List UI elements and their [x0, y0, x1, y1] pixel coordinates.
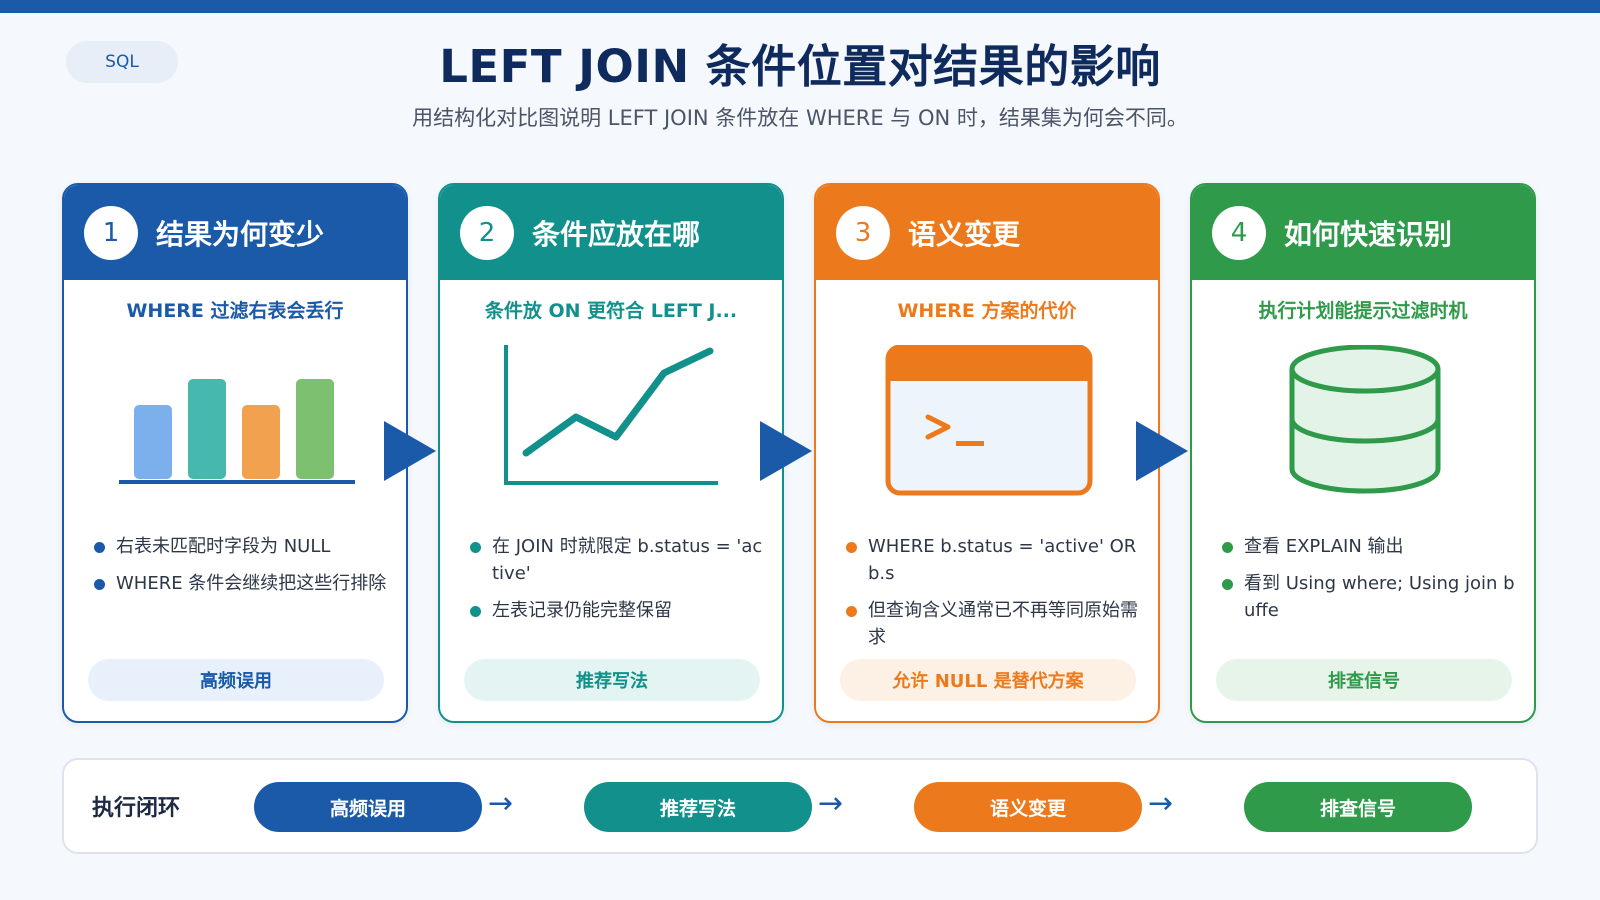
card-header: 2 条件应放在哪: [440, 185, 782, 280]
bullet-item: 看到 Using where; Using join buffe: [1220, 570, 1520, 624]
flow-label: 执行闭环: [92, 796, 181, 821]
terminal-icon: [885, 345, 1093, 496]
execution-loop-panel: 执行闭环 高频误用 → 推荐写法 → 语义变更 → 排查信号: [62, 758, 1538, 854]
bullet-item: 查看 EXPLAIN 输出: [1220, 533, 1520, 560]
card-bullets: 右表未匹配时字段为 NULL WHERE 条件会继续把这些行排除: [92, 533, 392, 607]
card-where-to-place: 2 条件应放在哪 条件放 ON 更符合 LEFT J... 在 JOIN 时就限…: [438, 183, 784, 723]
page-subtitle: 用结构化对比图说明 LEFT JOIN 条件放在 WHERE 与 ON 时，结果…: [412, 106, 1188, 130]
flow-step: 语义变更: [914, 782, 1142, 832]
arrow-right-icon: →: [818, 786, 844, 821]
bullet-item: 但查询含义通常已不再等同原始需求: [844, 597, 1144, 651]
card-tag: 推荐写法: [464, 659, 760, 701]
topic-tag: SQL: [66, 41, 178, 83]
bullet-item: 左表记录仍能完整保留: [468, 597, 768, 624]
bar-chart-icon: [119, 379, 355, 484]
arrow-right-icon: [1136, 421, 1188, 481]
bullet-item: WHERE b.status = 'active' OR b.s: [844, 533, 1144, 587]
card-header: 3 语义变更: [816, 185, 1158, 280]
card-tag: 允许 NULL 是替代方案: [840, 659, 1136, 701]
card-tag: 排查信号: [1216, 659, 1512, 701]
card-quick-identify: 4 如何快速识别 执行计划能提示过滤时机 查看 EXPLAIN 输出 看到 Us…: [1190, 183, 1536, 723]
page-title: LEFT JOIN 条件位置对结果的影响: [439, 40, 1161, 93]
card-title: 条件应放在哪: [532, 217, 701, 251]
arrow-right-icon: [760, 421, 812, 481]
arrow-right-icon: [384, 421, 436, 481]
card-title: 语义变更: [908, 217, 1021, 251]
card-bullets: 在 JOIN 时就限定 b.status = 'active' 左表记录仍能完整…: [468, 533, 768, 634]
card-semantic-change: 3 语义变更 WHERE 方案的代价 WHERE b.status = 'act…: [814, 183, 1160, 723]
bullet-item: 在 JOIN 时就限定 b.status = 'active': [468, 533, 768, 587]
bullet-item: WHERE 条件会继续把这些行排除: [92, 570, 392, 597]
card-header: 4 如何快速识别: [1192, 185, 1534, 280]
step-number: 1: [84, 205, 138, 260]
database-icon: [1289, 345, 1441, 494]
card-tag: 高频误用: [88, 659, 384, 701]
top-accent-bar: [0, 0, 1600, 13]
flow-step: 高频误用: [254, 782, 482, 832]
card-bullets: 查看 EXPLAIN 输出 看到 Using where; Using join…: [1220, 533, 1520, 634]
card-subtitle: WHERE 方案的代价: [897, 300, 1077, 322]
arrow-right-icon: →: [1148, 786, 1174, 821]
card-title: 如何快速识别: [1284, 217, 1453, 251]
step-number: 3: [836, 205, 890, 260]
card-bullets: WHERE b.status = 'active' OR b.s 但查询含义通常…: [844, 533, 1144, 661]
flow-step: 推荐写法: [584, 782, 812, 832]
card-subtitle: 条件放 ON 更符合 LEFT J...: [484, 300, 738, 322]
card-title: 结果为何变少: [156, 217, 325, 251]
card-header: 1 结果为何变少: [64, 185, 406, 280]
line-chart-icon: [504, 345, 718, 485]
card-subtitle: 执行计划能提示过滤时机: [1258, 300, 1468, 322]
card-subtitle: WHERE 过滤右表会丢行: [126, 300, 344, 322]
card-result-fewer: 1 结果为何变少 WHERE 过滤右表会丢行 右表未匹配时字段为 NULL WH…: [62, 183, 408, 723]
flow-step: 排查信号: [1244, 782, 1472, 832]
bullet-item: 右表未匹配时字段为 NULL: [92, 533, 392, 560]
step-number: 2: [460, 205, 514, 260]
step-number: 4: [1212, 205, 1266, 260]
arrow-right-icon: →: [488, 786, 514, 821]
